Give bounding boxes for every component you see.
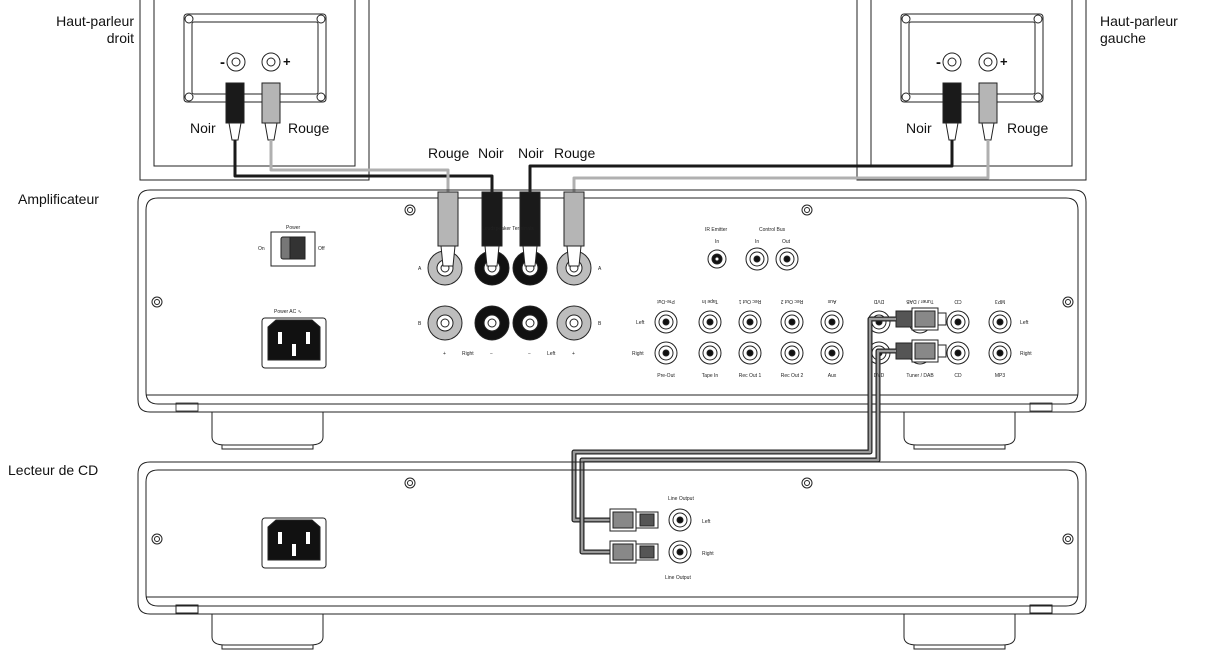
amp-input-label-7: CD <box>954 373 962 379</box>
amp-row-right-r: Right <box>1020 351 1032 357</box>
amp-input-label-top-1: Tape In <box>702 298 719 304</box>
rca-jacks <box>654 310 1012 365</box>
amp-cb-in: In <box>755 239 759 245</box>
interconnect-cable <box>571 316 896 555</box>
amp-input-label-top-8: MP3 <box>995 298 1006 304</box>
amp-input-label-1: Tape In <box>702 373 719 379</box>
sp-right-plus: + <box>283 54 291 69</box>
speaker-right-red-label: Rouge <box>288 120 330 136</box>
speaker-left-title: Haut-parleur gauche <box>1100 13 1178 47</box>
cd-player-title: Lecteur de CD <box>8 462 99 478</box>
rca-jack-pin-4-1 <box>828 349 836 357</box>
amp-input-label-top-2: Rec Out 1 <box>739 298 762 304</box>
rca-jack-pin-2-0 <box>746 318 754 326</box>
speaker-cables <box>233 140 990 192</box>
amp-row-left-r: Left <box>1020 320 1029 326</box>
terminal-label-3: Noir <box>518 145 544 161</box>
amp-row-right: Right <box>632 351 644 357</box>
amp-plus-1: + <box>443 351 446 357</box>
amp-ir-in: In <box>715 239 719 245</box>
amp-input-label-top-4: Aux <box>827 298 836 304</box>
amp-term-b-right: B <box>598 321 602 327</box>
amp-term-a-left: A <box>418 266 422 272</box>
amp-terminal-plugs <box>437 191 585 267</box>
speaker-left-title-line1: Haut-parleur <box>1100 13 1178 29</box>
amp-minus-1: − <box>490 351 493 357</box>
amp-input-label-0: Pre-Out <box>657 373 675 379</box>
speaker-left-plugs <box>942 82 998 141</box>
sp-right-minus: - <box>220 54 225 71</box>
amp-panel-labels: Power On Off Power AC ∿ Loudspeaker Term… <box>258 225 1032 357</box>
amp-input-label-top-0: Pre-Out <box>657 298 675 304</box>
amp-power-label: Power <box>286 225 301 231</box>
amp-plus-2: + <box>572 351 575 357</box>
amplifier-body <box>137 189 1087 450</box>
amp-minus-2: − <box>528 351 531 357</box>
sp-left-minus: - <box>936 54 941 71</box>
speaker-right-black-label: Noir <box>190 120 216 136</box>
speaker-left-black-label: Noir <box>906 120 932 136</box>
amp-term-a-right: A <box>598 266 602 272</box>
speaker-right-title-line1: Haut-parleur <box>56 13 134 29</box>
amp-input-label-top-5: DVD <box>873 298 884 304</box>
speaker-right-title: Haut-parleur droit <box>34 13 134 47</box>
amp-ir-emitter: IR Emitter <box>705 227 728 233</box>
amp-right-label: Right <box>462 351 474 357</box>
amp-input-label-8: MP3 <box>995 373 1006 379</box>
amp-input-label-4: Aux <box>828 373 837 379</box>
rca-jack-pin-0-0 <box>662 318 670 326</box>
cd-panel-labels: Line Output Left Right Line Output <box>665 496 714 581</box>
amp-speaker-terminals-label: Loudspeaker Terminals <box>482 226 534 232</box>
control-jacks <box>707 247 799 271</box>
rca-jack-pin-4-0 <box>828 318 836 326</box>
cd-player-body <box>137 461 1087 650</box>
terminal-label-1: Rouge <box>428 145 470 161</box>
rca-jack-pin-3-0 <box>788 318 796 326</box>
amp-left-label: Left <box>547 351 556 357</box>
amp-input-label-top-7: CD <box>954 298 962 304</box>
amp-term-b-left: B <box>418 321 422 327</box>
amp-input-label-6: Tuner / DAB <box>906 373 934 379</box>
speaker-left-title-line2: gauche <box>1100 30 1146 46</box>
rca-jack-pin-1-0 <box>706 318 714 326</box>
terminal-label-2: Noir <box>478 145 504 161</box>
sp-left-plus: + <box>1000 54 1008 69</box>
rca-jack-pin-0-1 <box>662 349 670 357</box>
amp-input-label-top-6: Tuner / DAB <box>906 298 934 304</box>
rca-jack-pin-2-1 <box>746 349 754 357</box>
cd-rca <box>609 508 692 564</box>
rca-jack-pin-8-1 <box>996 349 1004 357</box>
rca-jack-pin-8-0 <box>996 318 1004 326</box>
amp-input-label-2: Rec Out 1 <box>739 373 762 379</box>
amp-row-left: Left <box>636 320 645 326</box>
rca-jack-pin-7-0 <box>954 318 962 326</box>
amp-control-bus: Control Bus <box>759 227 786 233</box>
amp-power-off: Off <box>318 246 325 252</box>
cd-right: Right <box>702 551 714 557</box>
speaker-right-title-line2: droit <box>106 30 134 46</box>
amp-input-label-3: Rec Out 2 <box>781 373 804 379</box>
cd-line-output-bottom: Line Output <box>665 575 691 581</box>
amp-speaker-terminals <box>427 250 592 341</box>
speaker-left-red-label: Rouge <box>1007 120 1049 136</box>
speaker-left <box>856 0 1087 181</box>
amp-input-label-top-3: Rec Out 2 <box>781 298 804 304</box>
amp-power-ac: Power AC ∿ <box>274 309 302 315</box>
cd-line-output-top: Line Output <box>668 496 694 502</box>
amp-power-on: On <box>258 246 265 252</box>
cd-left: Left <box>702 519 711 525</box>
speaker-right-plugs <box>225 82 281 141</box>
rca-jack-pin-7-1 <box>954 349 962 357</box>
amp-rca-plugs <box>895 307 947 363</box>
amp-cb-out: Out <box>782 239 791 245</box>
rca-jack-pin-1-1 <box>706 349 714 357</box>
amp-input-label-5: DVD <box>874 373 885 379</box>
rca-jack-pin-3-1 <box>788 349 796 357</box>
speaker-right <box>139 0 370 181</box>
amplifier-title: Amplificateur <box>18 191 99 207</box>
terminal-label-4: Rouge <box>554 145 596 161</box>
